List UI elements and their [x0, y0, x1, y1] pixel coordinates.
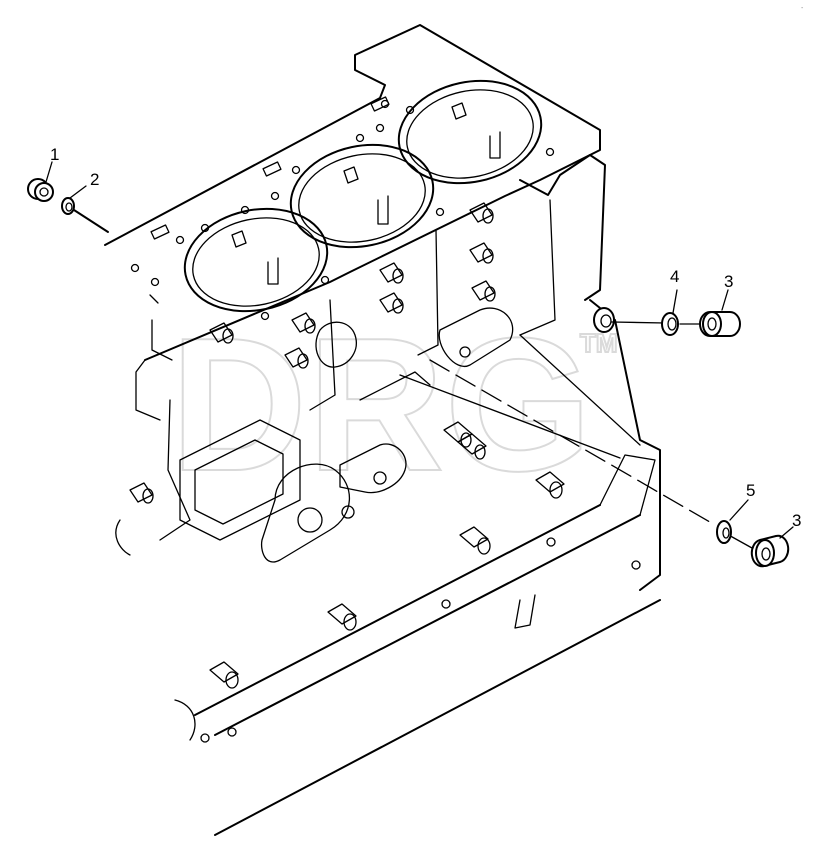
leader-3-upper	[721, 289, 729, 311]
cylinder-bores	[183, 79, 543, 313]
callout-3-upper: 3	[724, 272, 733, 291]
corner-mark: -	[801, 5, 804, 12]
leader-2	[69, 185, 87, 199]
watermark: DRG TM	[169, 298, 619, 512]
assembly-line-upper	[611, 321, 666, 324]
part-3-plug-lower	[750, 534, 790, 568]
part-5-washer	[716, 520, 732, 544]
callout-4: 4	[670, 267, 679, 286]
part-1-plug	[27, 178, 54, 202]
callout-2: 2	[90, 170, 99, 189]
leader-1	[45, 161, 53, 183]
assembly-line-left	[73, 209, 109, 233]
callout-1: 1	[50, 145, 59, 164]
part-4-washer	[661, 312, 679, 336]
part-2-washer	[61, 197, 75, 215]
leader-5	[729, 499, 749, 521]
leader-3-lower	[779, 526, 794, 539]
watermark-tm: TM	[580, 328, 618, 358]
assembly-line-dashed	[429, 359, 716, 526]
part-3-plug-upper	[699, 311, 741, 337]
block-deck	[104, 24, 601, 421]
callout-5: 5	[746, 481, 755, 500]
block-port-right	[593, 307, 615, 333]
leader-4	[672, 289, 678, 314]
callout-3-lower: 3	[792, 511, 801, 530]
